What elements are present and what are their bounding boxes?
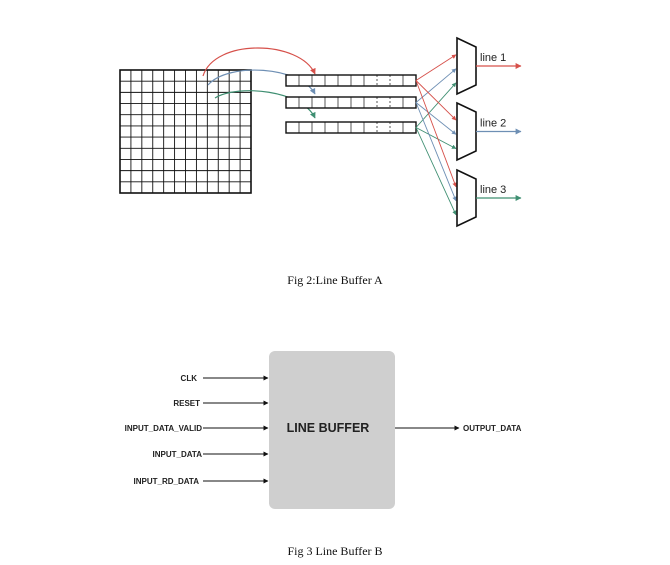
mux-output-label-1: line 1 (480, 52, 506, 64)
input-label-clk: CLK (181, 374, 198, 383)
input-label-input-rd-data: INPUT_RD_DATA (134, 477, 200, 486)
line-buffer-rows (285, 74, 417, 134)
input-signal-input-rd-data: INPUT_RD_DATA (134, 477, 269, 486)
line-buffer-row-2 (285, 96, 417, 109)
output-signal-output-data: OUTPUT_DATA (395, 424, 522, 433)
input-signal-input-data: INPUT_DATA (153, 450, 269, 459)
image-pixel-grid (119, 69, 252, 194)
mux-output-label-3: line 3 (480, 184, 506, 196)
input-signal-clk: CLK (181, 374, 269, 383)
output-multiplexers: line 1 line 2 line 3 (456, 36, 522, 228)
red-row-arc (202, 47, 316, 77)
input-signal-reset: RESET (173, 399, 269, 408)
line-buffer-row-3 (285, 121, 417, 134)
line-buffer-block (269, 351, 395, 509)
line-buffer-row-1 (285, 74, 417, 87)
mux-1: line 1 (456, 36, 522, 96)
figure-b-caption: Fig 3 Line Buffer B (287, 544, 383, 558)
input-label-input-data-valid: INPUT_DATA_VALID (125, 424, 203, 433)
input-label-input-data: INPUT_DATA (153, 450, 203, 459)
mux-2: line 2 (456, 101, 522, 162)
line-buffer-b-block-diagram: LINE BUFFER CLK RESET INPUT_DATA_VALID I… (125, 351, 522, 509)
input-label-reset: RESET (173, 399, 200, 408)
input-signal-input-data-valid: INPUT_DATA_VALID (125, 424, 269, 433)
buffer-to-mux-connections (415, 54, 457, 216)
mux-3: line 3 (456, 168, 522, 228)
green-row-arc (214, 90, 316, 119)
line-buffer-a-diagram: line 1 line 2 line 3 (119, 36, 522, 228)
figure-a-caption: Fig 2:Line Buffer A (287, 273, 383, 287)
line-buffer-block-label: LINE BUFFER (287, 421, 370, 435)
output-label-output-data: OUTPUT_DATA (463, 424, 522, 433)
mux-output-label-2: line 2 (480, 118, 506, 130)
